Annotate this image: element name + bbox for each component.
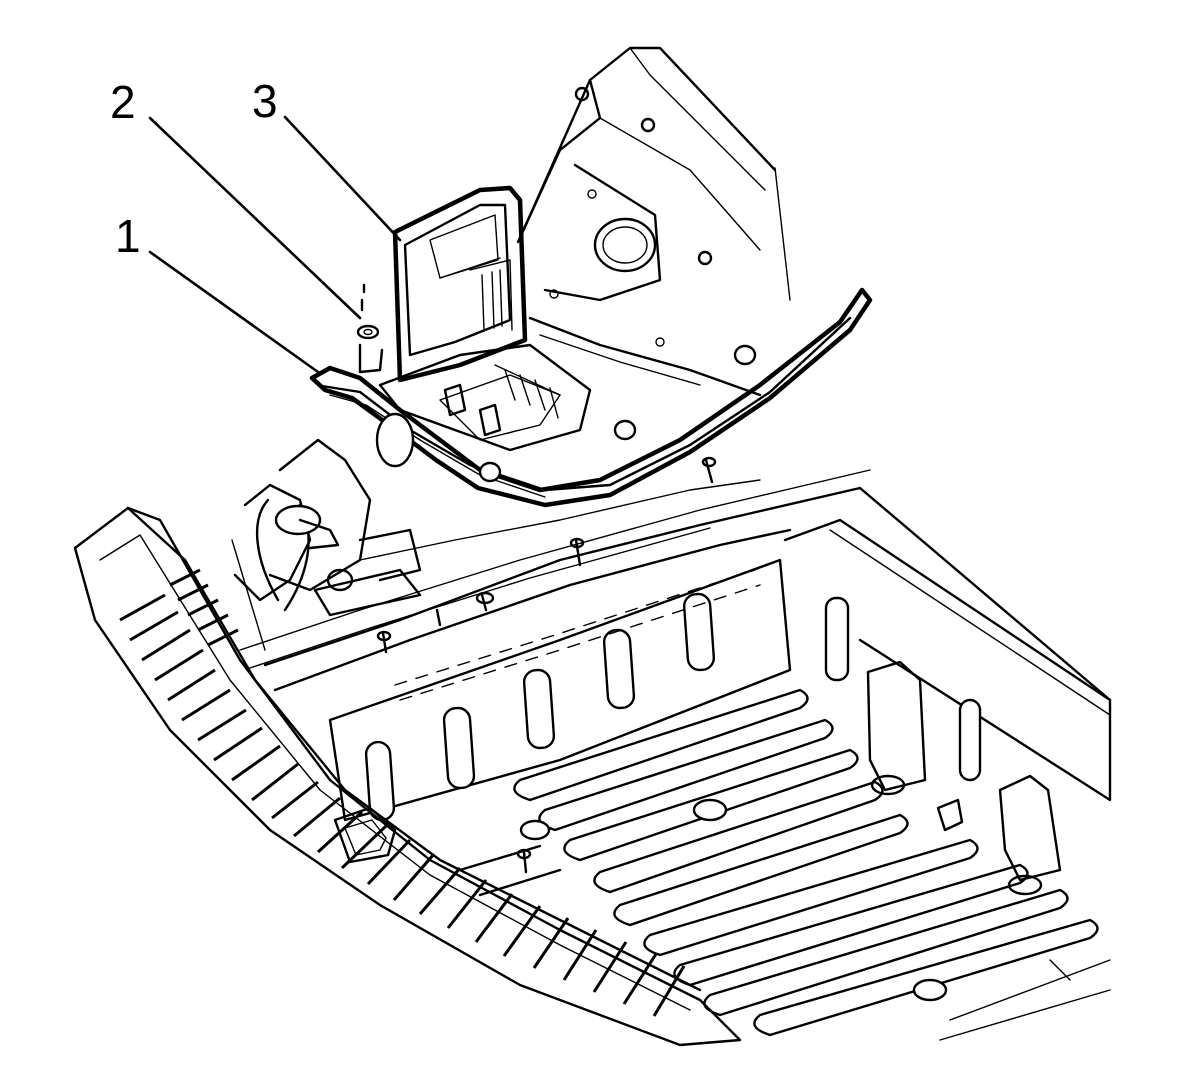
mounting-panel (516, 46, 791, 397)
fuse-block (378, 343, 592, 452)
harness-conduit (309, 287, 873, 508)
step-hatching (119, 568, 686, 1017)
callout-label-1: 1 (115, 210, 141, 262)
callout-label-3: 3 (252, 75, 278, 127)
leader-line-1 (148, 250, 320, 374)
cargo-bed (239, 456, 1112, 1041)
leader-line-2 (148, 116, 362, 320)
leader-line-3 (283, 115, 402, 242)
rear-bumper-step (73, 506, 742, 1047)
bolt (356, 283, 384, 374)
engine-bay-parts (231, 438, 761, 651)
callout-label-2: 2 (110, 76, 136, 128)
terminal-cover (392, 185, 528, 383)
callout-leaders (148, 115, 402, 374)
